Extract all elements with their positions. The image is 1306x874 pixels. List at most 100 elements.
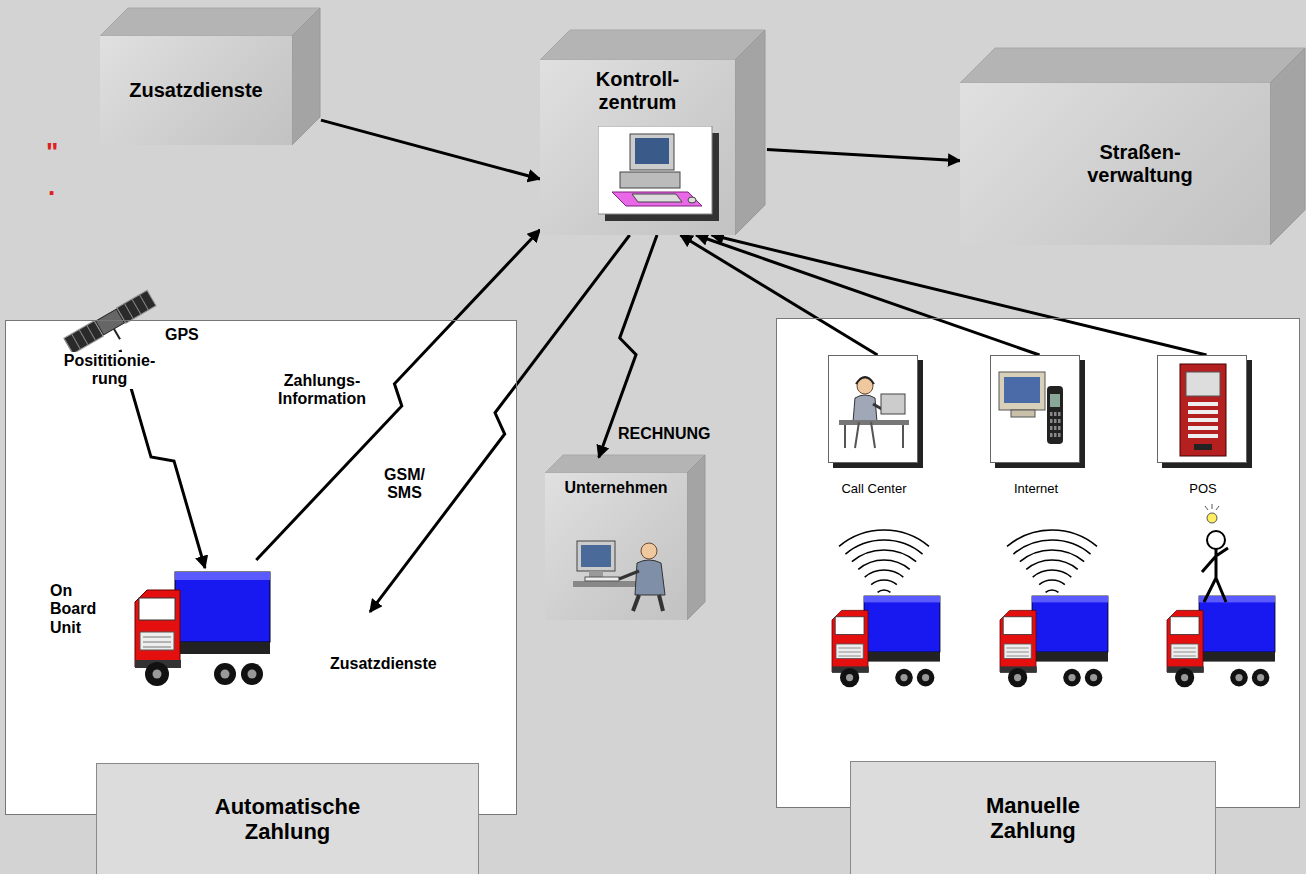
payment-panel: Manuelle ZahlungCall CenterInternetPOS (776, 318, 1300, 808)
wheel (1085, 669, 1103, 687)
radio-wave (852, 550, 916, 562)
internet-icon (991, 356, 1079, 462)
radio-wave (1020, 550, 1084, 562)
grille-bar (1006, 648, 1028, 649)
wheel (1063, 669, 1081, 687)
panel-grid (124, 303, 133, 319)
cab (1000, 610, 1036, 672)
terminal-slot (1188, 426, 1218, 430)
screen (1004, 377, 1040, 403)
windshield (1170, 617, 1199, 635)
windshield (1003, 617, 1032, 635)
solar-panel (117, 290, 156, 323)
payment-channel: POS (1157, 355, 1247, 463)
radio-wave (1007, 530, 1097, 546)
cab (1167, 610, 1203, 672)
grille (1004, 644, 1031, 658)
node-label: Manuelle Zahlung (958, 793, 1108, 844)
node-label: Automatische Zahlung (203, 794, 373, 845)
grille-bar (838, 652, 860, 653)
phone-key (1054, 419, 1057, 423)
node-label: On Board Unit (50, 582, 108, 637)
wheel-hub (900, 674, 907, 681)
windshield (835, 617, 864, 635)
edge-label: RECHNUNG (616, 425, 712, 443)
monitor (630, 134, 674, 170)
payment-channel: Call Center (828, 355, 918, 463)
annotation: Posititionie- rung (50, 352, 169, 389)
body (853, 395, 877, 422)
card-slot (1194, 444, 1212, 450)
monitor-stand (589, 571, 603, 577)
grille-bar (838, 648, 860, 649)
radio-wave (871, 580, 897, 585)
box-side-face (687, 455, 705, 620)
terminal-slot (1188, 434, 1218, 438)
wheel (145, 662, 169, 686)
annotation: Zusatzdienste (328, 655, 439, 673)
radio-wave (1039, 580, 1065, 585)
grille-bar (1173, 652, 1195, 653)
terminal-display (1186, 372, 1220, 396)
call-center-icon (829, 356, 917, 462)
node-label: POS (1133, 482, 1273, 497)
red-fragment: " (44, 138, 60, 168)
radio-wave (865, 570, 904, 577)
edge-label: Zahlungs- Information (255, 372, 389, 409)
radio-wave (858, 560, 909, 569)
wheel-hub (922, 674, 929, 681)
monitor (999, 372, 1045, 410)
panel-tab: Manuelle Zahlung (850, 761, 1216, 874)
mobile-phone (1047, 386, 1063, 444)
wheel-hub (846, 674, 853, 681)
truck (1167, 596, 1275, 687)
panel-tab: Automatische Zahlung (96, 763, 479, 874)
grille-bar (143, 637, 171, 638)
phone-key (1050, 433, 1053, 437)
wheel-hub (248, 670, 257, 679)
office-worker-icon (573, 531, 677, 615)
node-label: Internet (966, 482, 1106, 497)
grille-bar (1173, 648, 1195, 649)
panel-grid (132, 299, 141, 315)
wheel-hub (1235, 674, 1242, 681)
panel-ground (5, 320, 517, 815)
wireless-link (370, 235, 630, 612)
head (857, 378, 873, 394)
legs (633, 595, 663, 611)
panel-ground (776, 318, 1300, 808)
trailer-top (1032, 596, 1108, 602)
box-side-face (735, 30, 765, 235)
box-top-face (545, 455, 705, 473)
phone-key (1058, 433, 1061, 437)
windshield (139, 598, 175, 620)
phone-key (1058, 412, 1061, 416)
phone-screen (1050, 394, 1060, 407)
desk (839, 420, 909, 425)
process-box: Unternehmen (545, 473, 687, 620)
trailer (1032, 596, 1108, 652)
grille-bar (1006, 652, 1028, 653)
desk-legs (845, 422, 903, 448)
process-box: Zusatzdienste (100, 36, 292, 145)
mouse (688, 197, 696, 203)
chassis (856, 652, 940, 662)
terminal-slot (1188, 402, 1218, 406)
box-side-face (1270, 48, 1305, 245)
panel-grid (87, 325, 96, 341)
desk (612, 192, 702, 206)
screen (635, 138, 669, 164)
terminal-slot (1188, 418, 1218, 422)
figure-body (1202, 548, 1228, 602)
radio-wave (839, 530, 929, 546)
box-top-face (540, 30, 765, 60)
wheel (1252, 669, 1270, 687)
annotation: GPS (163, 326, 201, 344)
keyboard (585, 577, 619, 581)
radio-wave (878, 590, 891, 592)
driver-figure (1202, 504, 1228, 602)
wheel (214, 663, 236, 685)
trailer (175, 572, 270, 642)
lightbulb (1207, 513, 1217, 523)
